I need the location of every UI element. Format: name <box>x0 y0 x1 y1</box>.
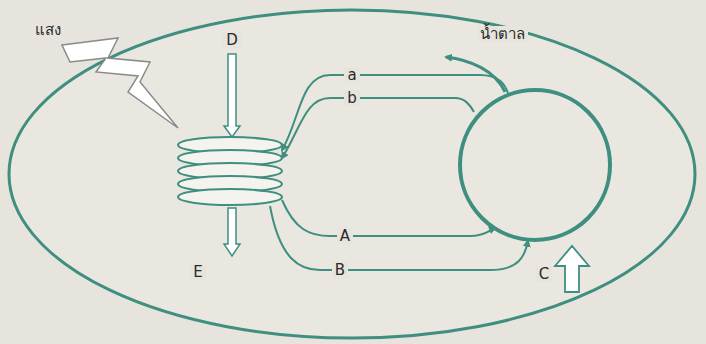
callout-letter: b <box>344 90 360 107</box>
arrow-b <box>282 98 474 158</box>
arrow-A <box>282 200 495 236</box>
light-label: แสง <box>32 22 64 39</box>
callout-letter: E <box>190 264 205 281</box>
output-arrow-E <box>224 208 240 256</box>
callout-letter: B <box>332 262 348 279</box>
light-bolt <box>62 38 178 128</box>
callout-letter: D <box>223 32 241 49</box>
sugar-arrow <box>446 57 505 92</box>
grana-stack <box>178 137 282 205</box>
callout-letter: a <box>344 67 359 84</box>
callout-letter: A <box>337 228 353 245</box>
callout-letter: C <box>536 266 552 283</box>
chloroplast-outline <box>9 10 695 338</box>
arrow-B <box>270 206 528 270</box>
input-arrow-C <box>555 246 589 292</box>
input-arrow-D <box>224 54 240 137</box>
stroma-cycle <box>460 90 610 240</box>
sugar-label: น้ำตาล <box>477 26 528 43</box>
arrow-a <box>282 75 508 150</box>
